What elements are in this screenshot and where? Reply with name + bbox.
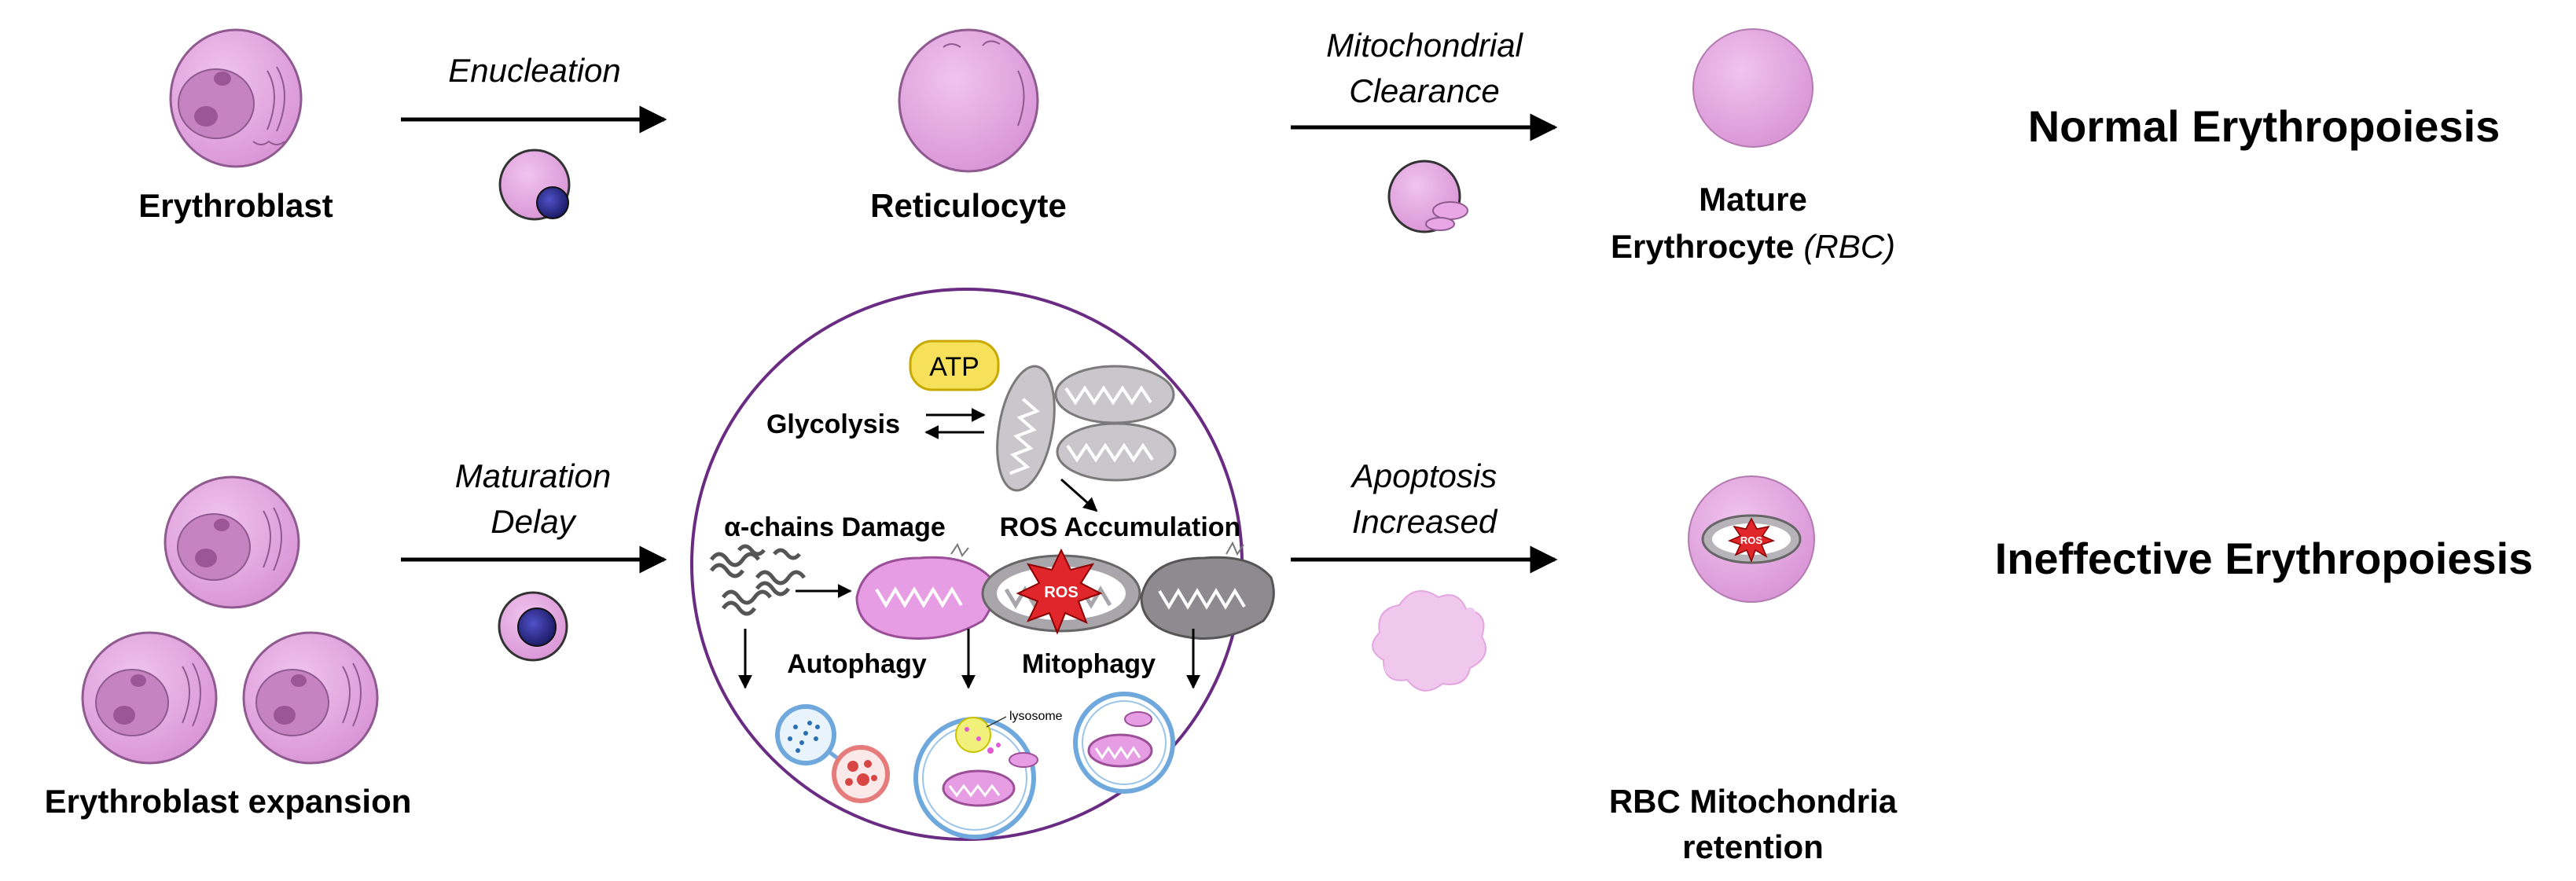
dark-mitochondrion xyxy=(1140,541,1275,640)
erythroblast-cell xyxy=(169,28,303,168)
lysosome-label: lysosome xyxy=(1009,710,1063,723)
ros-badge-inset: ROS xyxy=(1044,584,1078,601)
ros-badge-rbc: ROS xyxy=(1740,534,1763,546)
healthy-mitochondria-group xyxy=(996,365,1177,492)
maturation-delay-label-2: Delay xyxy=(491,503,577,540)
erythroblast-expansion-label: Erythroblast expansion xyxy=(45,783,412,820)
mitochondria-extrusion-icon xyxy=(1387,160,1468,233)
erythroblast-label: Erythroblast xyxy=(138,187,333,224)
enucleation-label: Enucleation xyxy=(448,52,621,89)
apoptosis-label-1: Apoptosis xyxy=(1350,457,1497,494)
atp-badge: ATP xyxy=(909,340,1000,391)
reticulocyte-cell xyxy=(898,28,1039,173)
ros-accumulation-label: ROS Accumulation xyxy=(1000,512,1241,542)
autophagosome-icon xyxy=(775,704,890,803)
normal-erythropoiesis-title: Normal Erythropoiesis xyxy=(2028,101,2501,151)
mature-erythrocyte-word: Erythrocyte xyxy=(1611,228,1794,265)
mechanism-inset: ATP Glycolysis α-chains Damage ROS Accum… xyxy=(690,288,1275,841)
mitophagosome-icon-2 xyxy=(1073,692,1175,794)
rbc-retention-label-1: RBC Mitochondria xyxy=(1609,783,1898,820)
delayed-nucleus-icon xyxy=(498,591,568,662)
rbc-mitochondria-retention-cell: ROS xyxy=(1688,475,1815,603)
mitophagosome-icon: lysosome xyxy=(913,710,1063,839)
rbc-retention-label-2: retention xyxy=(1682,828,1824,865)
apoptotic-cell-icon xyxy=(1372,590,1486,692)
extruded-nucleus-icon xyxy=(498,149,571,221)
erythroblast-cluster xyxy=(81,475,379,765)
mitophagy-label: Mitophagy xyxy=(1022,649,1156,679)
mitochondrial-clearance-label-1: Mitochondrial xyxy=(1326,27,1523,64)
rbc-abbrev: (RBC) xyxy=(1803,228,1895,265)
atp-label: ATP xyxy=(929,352,979,382)
reticulocyte-label: Reticulocyte xyxy=(870,187,1067,224)
ros-mitochondrion: ROS xyxy=(981,548,1141,635)
mature-erythrocyte-cell xyxy=(1692,28,1813,148)
glycolysis-label: Glycolysis xyxy=(766,409,900,439)
ros-path-arrow xyxy=(1060,478,1098,512)
ineffective-erythropoiesis-title: Ineffective Erythropoiesis xyxy=(1995,534,2534,583)
mature-label-2: Erythrocyte(RBC) xyxy=(1611,228,1895,265)
alpha-chains-damage-label: α-chains Damage xyxy=(724,512,946,542)
apoptosis-label-2: Increased xyxy=(1352,503,1498,540)
mitochondrial-clearance-label-2: Clearance xyxy=(1349,72,1499,109)
maturation-delay-label-1: Maturation xyxy=(455,457,611,494)
autophagy-label: Autophagy xyxy=(787,649,927,679)
alpha-chain-aggregates-icon xyxy=(709,544,807,616)
mature-label-1: Mature xyxy=(1699,181,1807,218)
